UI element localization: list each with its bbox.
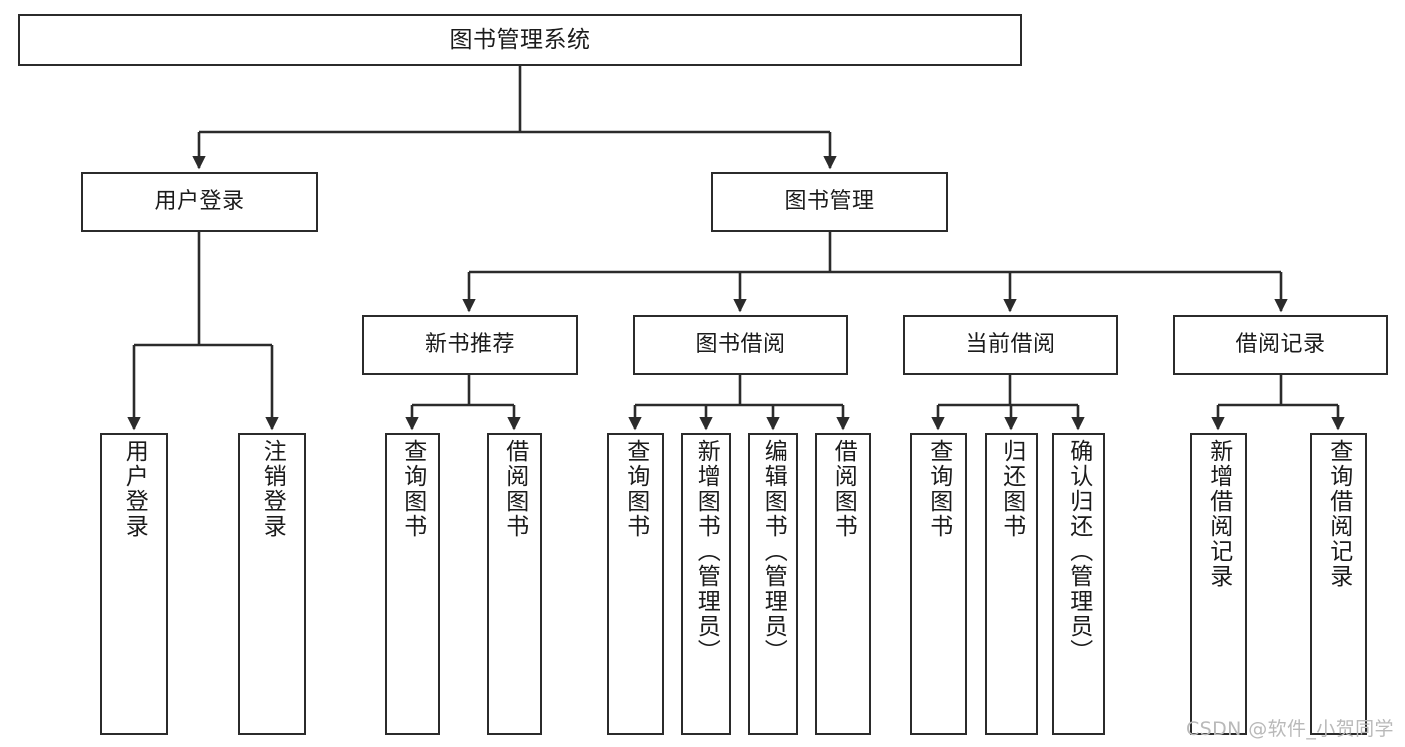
node-label: 图书管理 [784,189,875,215]
node-new-book-rec[interactable]: 新书推荐 [362,315,578,375]
node-label: 注销登录 [259,439,286,539]
node-label: 确认归还（管理员） [1065,439,1092,664]
node-label: 新书推荐 [424,332,515,358]
node-leaf-borrow-do[interactable]: 借阅图书 [815,433,871,735]
node-label: 当前借阅 [965,332,1056,358]
node-leaf-rec-borrow[interactable]: 借阅图书 [487,433,542,735]
node-label: 查询图书 [622,439,649,539]
node-label: 新增借阅记录 [1205,439,1232,589]
node-label: 查询图书 [925,439,952,539]
node-label: 查询借阅记录 [1325,439,1352,589]
node-borrow-record[interactable]: 借阅记录 [1173,315,1388,375]
node-label: 图书借阅 [695,332,786,358]
node-leaf-user-logout[interactable]: 注销登录 [238,433,306,735]
node-label: 借阅记录 [1235,332,1326,358]
node-book-borrow[interactable]: 图书借阅 [633,315,848,375]
node-leaf-current-return[interactable]: 归还图书 [985,433,1038,735]
node-label: 用户登录 [154,189,245,215]
node-leaf-current-query[interactable]: 查询图书 [910,433,967,735]
node-root-system[interactable]: 图书管理系统 [18,14,1022,66]
node-label: 借阅图书 [830,439,857,539]
node-leaf-record-add[interactable]: 新增借阅记录 [1190,433,1247,735]
node-label: 编辑图书（管理员） [760,439,787,664]
node-current-borrow[interactable]: 当前借阅 [903,315,1118,375]
node-leaf-current-confirm[interactable]: 确认归还（管理员） [1052,433,1105,735]
node-label: 查询图书 [399,439,426,539]
node-label: 新增图书（管理员） [693,439,720,664]
node-leaf-user-login[interactable]: 用户登录 [100,433,168,735]
watermark-credit: CSDN @软件_小贺同学 [1186,718,1394,740]
node-label: 借阅图书 [501,439,528,539]
node-leaf-record-query[interactable]: 查询借阅记录 [1310,433,1367,735]
node-leaf-borrow-edit[interactable]: 编辑图书（管理员） [748,433,798,735]
node-label: 归还图书 [998,439,1025,539]
node-user-login[interactable]: 用户登录 [81,172,318,232]
node-book-admin[interactable]: 图书管理 [711,172,948,232]
node-label: 图书管理系统 [449,26,591,53]
node-leaf-rec-query[interactable]: 查询图书 [385,433,440,735]
node-leaf-borrow-add[interactable]: 新增图书（管理员） [681,433,731,735]
node-leaf-borrow-query[interactable]: 查询图书 [607,433,664,735]
node-label: 用户登录 [121,439,148,539]
